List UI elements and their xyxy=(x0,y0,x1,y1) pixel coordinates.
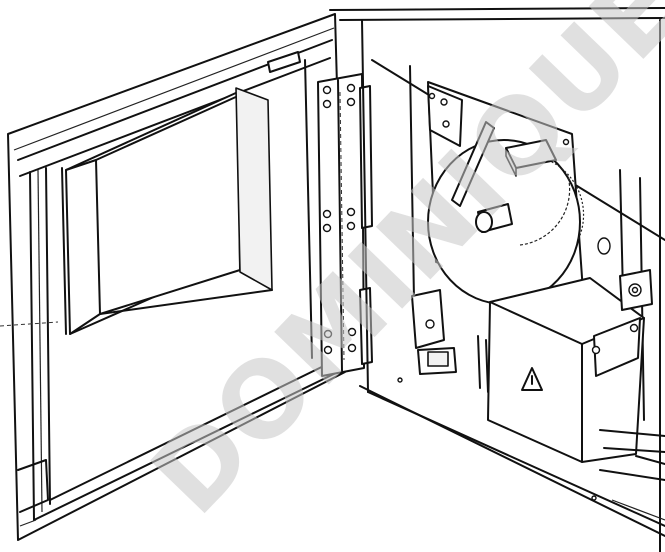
junction-box xyxy=(477,277,645,463)
cabinet-base xyxy=(599,429,665,521)
circular-chart xyxy=(427,121,611,305)
cabinet-body xyxy=(329,7,665,552)
warning-triangle-icon xyxy=(521,367,543,391)
mounting-bracket xyxy=(411,289,457,375)
socket-icon xyxy=(619,269,653,311)
document-pocket xyxy=(61,87,273,335)
